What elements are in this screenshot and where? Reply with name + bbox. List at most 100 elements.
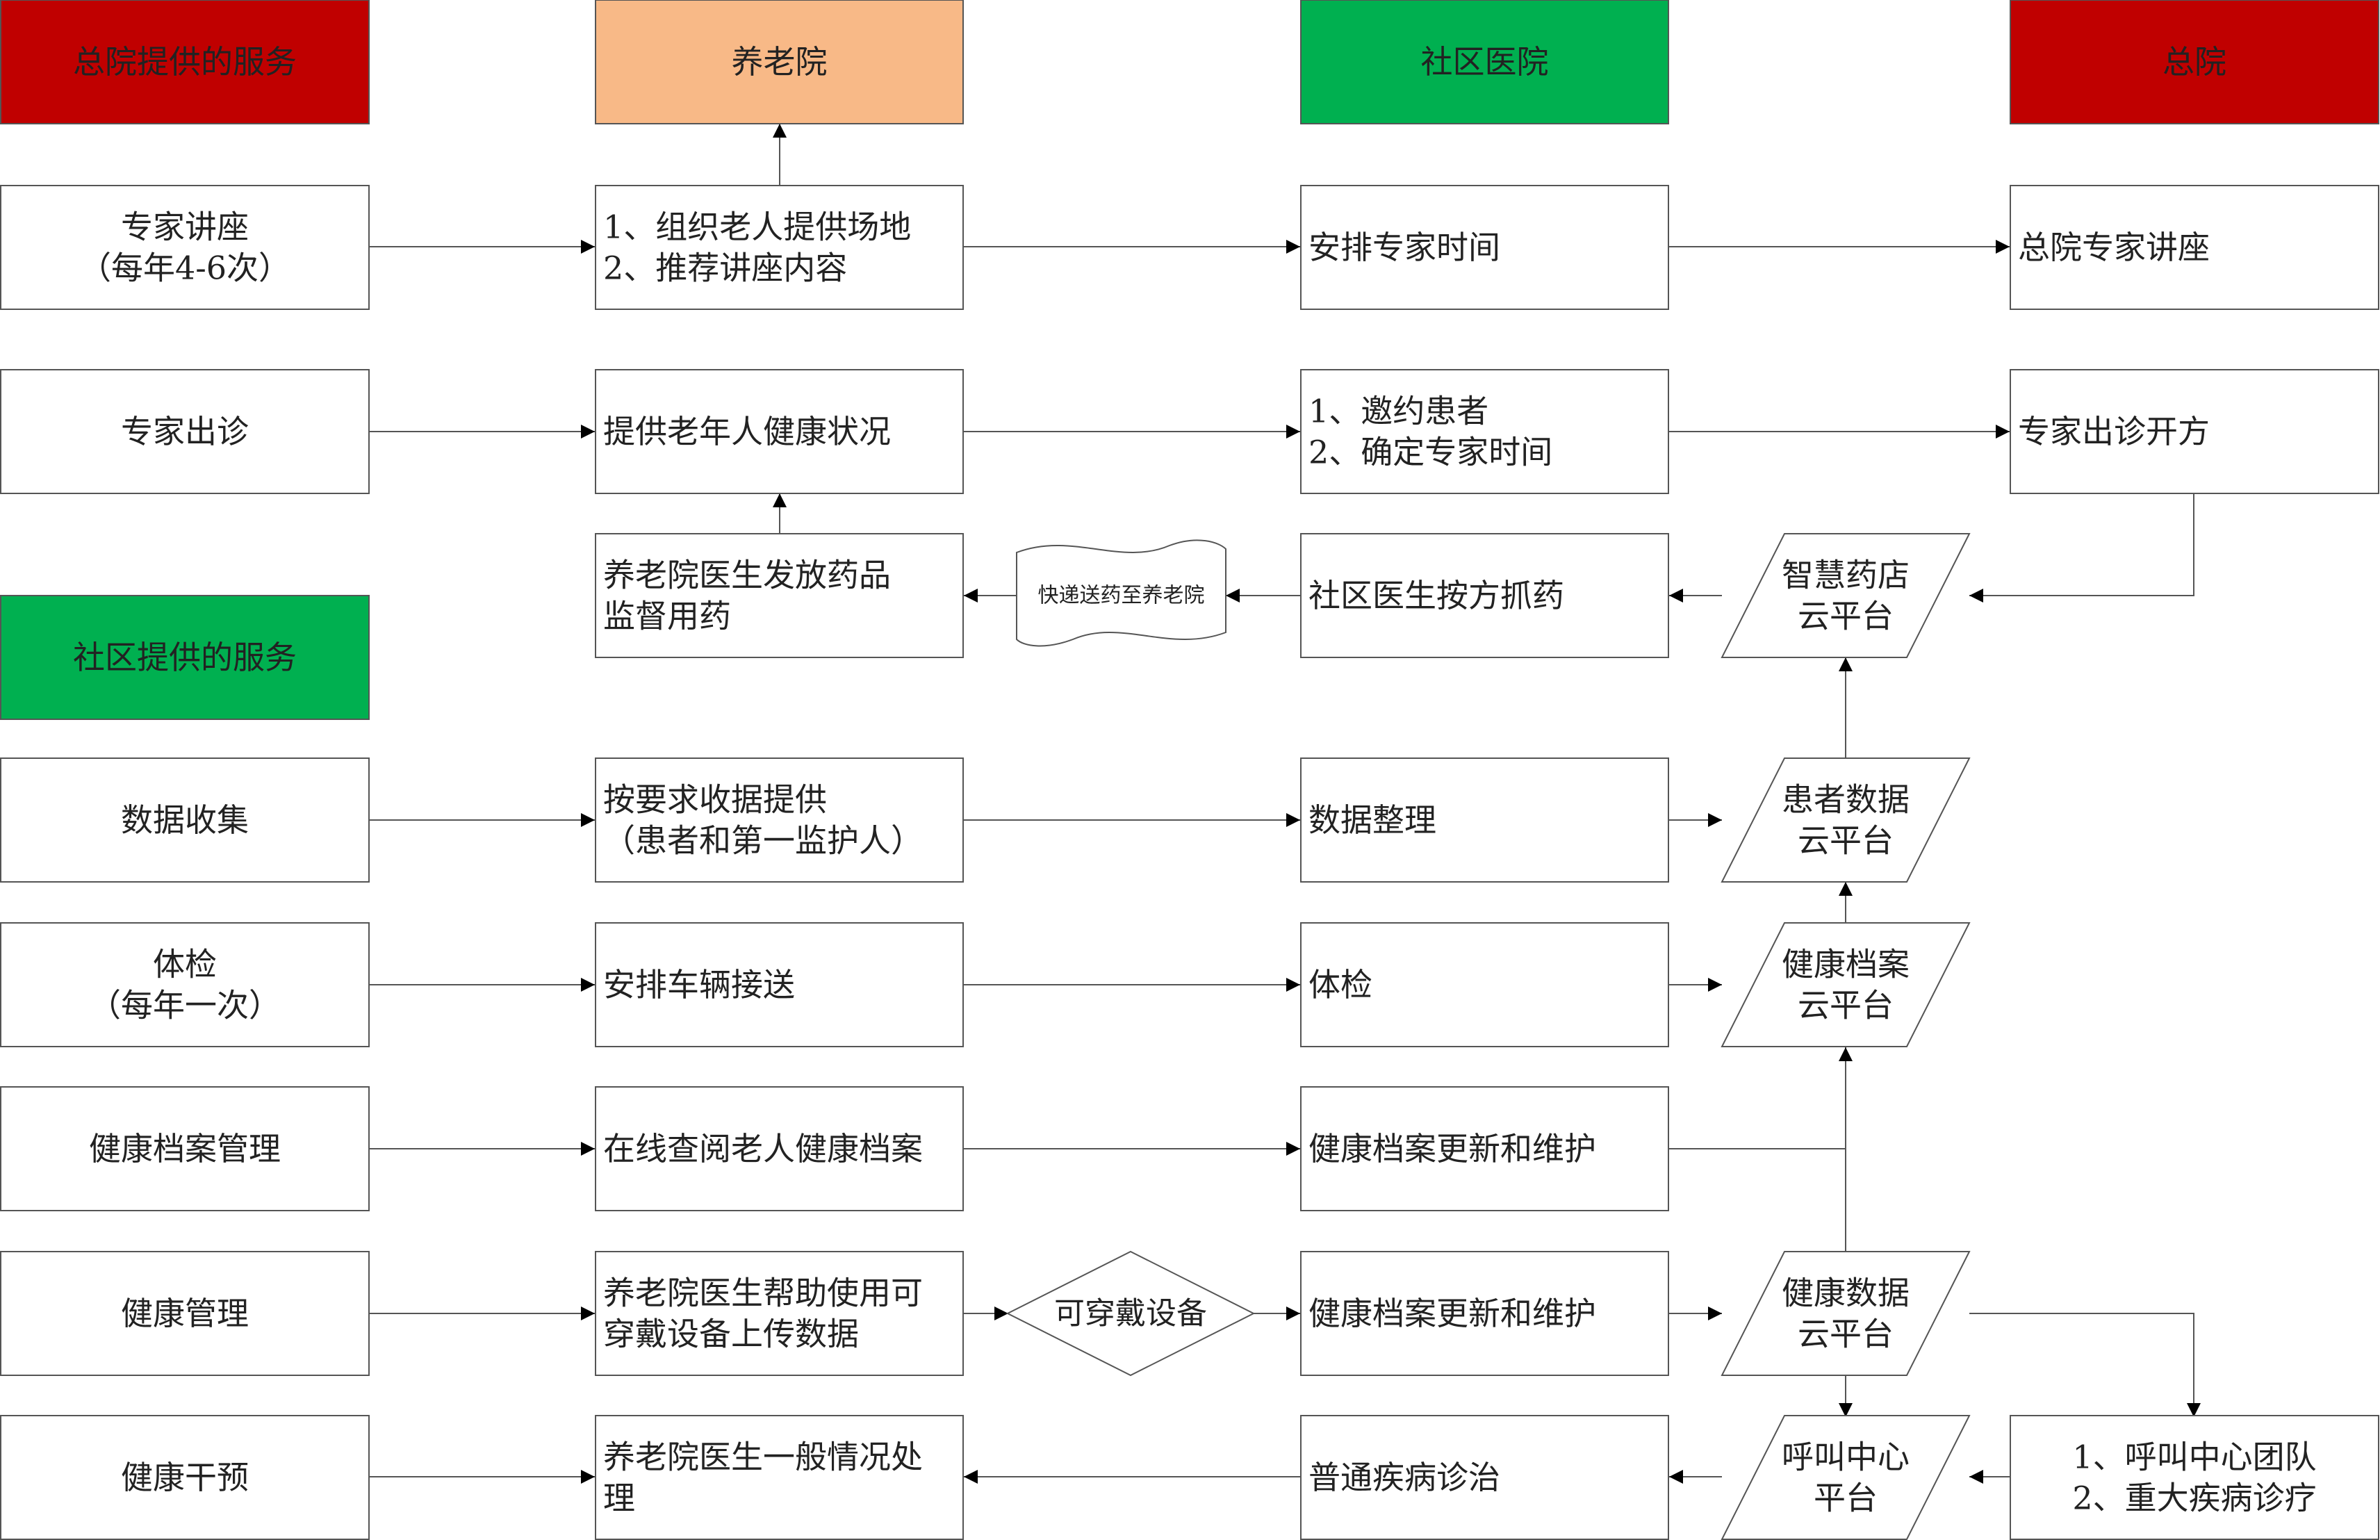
node-data-sort: 数据整理 bbox=[1300, 757, 1669, 883]
platform-pharmacy-line-1: 智慧药店 bbox=[1782, 557, 1910, 594]
node-data-collection: 数据收集 bbox=[0, 757, 370, 883]
node-lecture: 专家讲座（每年4-6次） bbox=[0, 185, 370, 310]
node-common-disease-line-1: 普通疾病诊治 bbox=[1308, 1459, 1500, 1496]
node-health-status-line-1: 提供老年人健康状况 bbox=[603, 413, 891, 450]
node-nursing-lecture-line-1: 1、组织老人提供场地 bbox=[603, 208, 911, 246]
platform-health-data-line-1: 健康数据 bbox=[1782, 1275, 1910, 1312]
node-data-provide: 按要求收据提供（患者和第一监护人） bbox=[595, 757, 964, 883]
header-hq-line-1: 总院 bbox=[2162, 43, 2226, 81]
node-records-mgmt: 健康档案管理 bbox=[0, 1086, 370, 1211]
platform-pharmacy-shape bbox=[1721, 533, 1971, 658]
node-delivery-shape bbox=[1016, 539, 1226, 647]
node-wearable-device-shape bbox=[1006, 1250, 1256, 1377]
node-common-disease: 普通疾病诊治 bbox=[1300, 1415, 1669, 1540]
node-nursing-lecture-box bbox=[595, 185, 964, 310]
node-view-records: 在线查阅老人健康档案 bbox=[595, 1086, 964, 1211]
node-records-update-1-box bbox=[1300, 1086, 1669, 1211]
node-health-mgmt: 健康管理 bbox=[0, 1251, 370, 1376]
node-data-collection-box bbox=[0, 757, 370, 883]
node-data-provide-line-2: （患者和第一监护人） bbox=[603, 821, 923, 859]
node-records-update-1-line-1: 健康档案更新和维护 bbox=[1308, 1130, 1596, 1168]
node-invite-line-1: 1、邀约患者 bbox=[1308, 393, 1488, 430]
node-clinic: 专家出诊 bbox=[0, 369, 370, 494]
node-invite-line-2: 2、确定专家时间 bbox=[1308, 433, 1552, 470]
node-prescription-box bbox=[1300, 533, 1669, 658]
node-health-status: 提供老年人健康状况 bbox=[595, 369, 964, 494]
node-call-team-box bbox=[2010, 1415, 2379, 1540]
node-wearable-help-line-1: 养老院医生帮助使用可 bbox=[603, 1275, 923, 1312]
platform-call-center-line-2: 平台 bbox=[1814, 1479, 1878, 1516]
node-view-records-line-1: 在线查阅老人健康档案 bbox=[603, 1130, 923, 1168]
platform-health-data-shape bbox=[1721, 1251, 1971, 1376]
node-hq-clinic-line-1: 专家出诊开方 bbox=[2018, 413, 2210, 450]
node-lecture-line-1: 专家讲座 bbox=[121, 208, 249, 246]
header-hq-box bbox=[2010, 0, 2379, 124]
node-general-line-1: 养老院医生一般情况处 bbox=[603, 1439, 923, 1476]
platform-patient-data-shape bbox=[1721, 757, 1971, 883]
node-hq-clinic-box bbox=[2010, 369, 2379, 494]
node-general-line-2: 理 bbox=[603, 1479, 635, 1516]
header-community-hospital: 社区医院 bbox=[1300, 0, 1669, 124]
node-dispense-box bbox=[595, 533, 964, 658]
node-delivery-label: 快递送药至养老院 bbox=[1038, 584, 1205, 608]
node-call-team-line-2: 2、重大疾病诊疗 bbox=[2072, 1479, 2316, 1516]
node-transport-line-1: 安排车辆接送 bbox=[603, 966, 795, 1004]
node-lecture-line-2: （每年4-6次） bbox=[79, 249, 290, 286]
platform-call-center-shape bbox=[1721, 1415, 1971, 1540]
node-records-update-1: 健康档案更新和维护 bbox=[1300, 1086, 1669, 1211]
node-wearable-help-line-2: 穿戴设备上传数据 bbox=[603, 1315, 859, 1352]
node-invite-box bbox=[1300, 369, 1669, 494]
header-hq-services-line-1: 总院提供的服务 bbox=[73, 43, 297, 81]
header-community-services: 社区提供的服务 bbox=[0, 595, 370, 720]
header-community-services-line-1: 社区提供的服务 bbox=[73, 639, 297, 676]
node-wearable-device: 可穿戴设备 bbox=[1006, 1250, 1256, 1377]
header-nursing-home-box bbox=[595, 0, 964, 124]
node-common-disease-box bbox=[1300, 1415, 1669, 1540]
node-transport-box bbox=[595, 922, 964, 1047]
node-clinic-box bbox=[0, 369, 370, 494]
node-delivery: 快递送药至养老院 bbox=[1016, 539, 1226, 647]
node-checkup-service-line-1: 体检 bbox=[153, 946, 217, 983]
node-data-provide-line-1: 按要求收据提供 bbox=[603, 781, 827, 819]
node-prescription: 社区医生按方抓药 bbox=[1300, 533, 1669, 658]
node-intervention-line-1: 健康干预 bbox=[121, 1459, 249, 1496]
header-hq-services-box bbox=[0, 0, 370, 124]
node-nursing-lecture-line-2: 2、推荐讲座内容 bbox=[603, 249, 847, 286]
node-schedule: 安排专家时间 bbox=[1300, 185, 1669, 310]
platform-health-records-line-2: 云平台 bbox=[1798, 986, 1894, 1024]
node-wearable-device-label: 可穿戴设备 bbox=[1054, 1296, 1207, 1332]
node-checkup-service-box bbox=[0, 922, 370, 1047]
header-nursing-home: 养老院 bbox=[595, 0, 964, 124]
node-view-records-box bbox=[595, 1086, 964, 1211]
node-call-team-line-1: 1、呼叫中心团队 bbox=[2072, 1439, 2316, 1476]
node-schedule-line-1: 安排专家时间 bbox=[1308, 229, 1500, 266]
node-records-mgmt-line-1: 健康档案管理 bbox=[89, 1130, 281, 1168]
platform-health-records-shape bbox=[1721, 922, 1971, 1047]
node-clinic-line-1: 专家出诊 bbox=[121, 413, 249, 450]
platform-call-center-line-1: 呼叫中心 bbox=[1782, 1439, 1910, 1476]
header-nursing-home-line-1: 养老院 bbox=[732, 43, 828, 81]
node-dispense-line-1: 养老院医生发放药品 bbox=[603, 557, 891, 594]
connectors bbox=[370, 124, 2201, 1484]
node-general-box bbox=[595, 1415, 964, 1540]
node-intervention: 健康干预 bbox=[0, 1415, 370, 1540]
node-schedule-box bbox=[1300, 185, 1669, 310]
node-records-update-2-line-1: 健康档案更新和维护 bbox=[1308, 1295, 1596, 1332]
node-records-update-2-box bbox=[1300, 1251, 1669, 1376]
node-community-checkup: 体检 bbox=[1300, 922, 1669, 1047]
arrow-hq-clinic-to-pharmacy bbox=[1969, 493, 2194, 603]
node-hq-lecture-box bbox=[2010, 185, 2379, 310]
node-hq-lecture-line-1: 总院专家讲座 bbox=[2018, 229, 2210, 266]
header-community-hospital-box bbox=[1300, 0, 1669, 124]
node-records-update-2: 健康档案更新和维护 bbox=[1300, 1251, 1669, 1376]
node-data-sort-box bbox=[1300, 757, 1669, 883]
node-health-mgmt-box bbox=[0, 1251, 370, 1376]
